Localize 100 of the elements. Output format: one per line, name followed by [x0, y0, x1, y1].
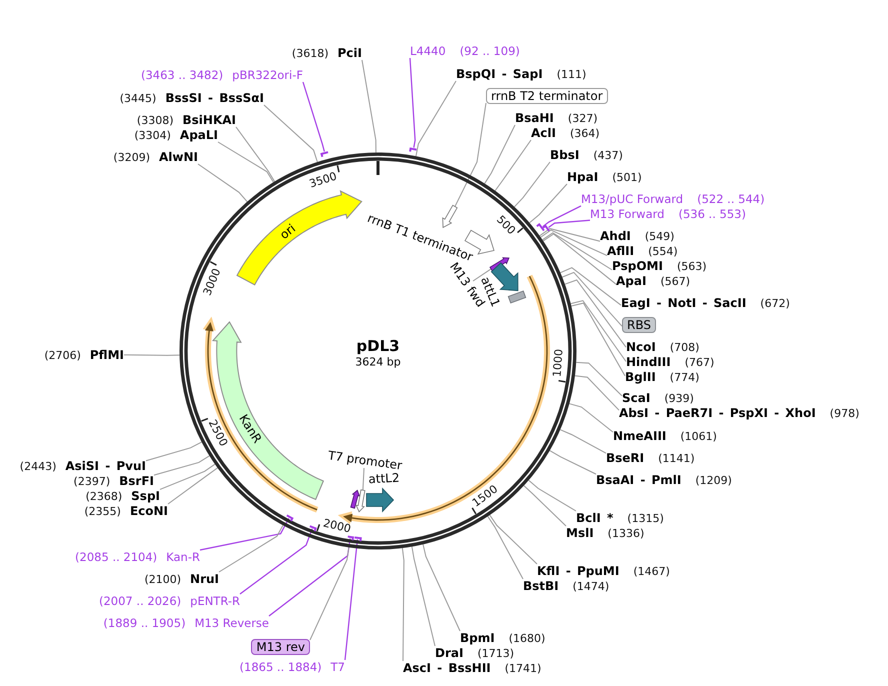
leader-line	[489, 514, 538, 564]
site-position: (3209)	[113, 150, 150, 166]
enzyme-name: BssSI - BssSαI	[165, 90, 264, 106]
site-position: (3445)	[120, 91, 156, 107]
leader-line	[549, 450, 596, 475]
site-position: (1209)	[695, 473, 732, 489]
primer-site-mark	[348, 536, 354, 540]
enzyme-name: ApaLI	[180, 127, 218, 143]
primer-name: M13/pUC Forward	[581, 191, 684, 207]
site-position: (1141)	[658, 451, 695, 467]
enzyme-name: PspOMI	[612, 258, 663, 274]
site-position: (767)	[684, 355, 714, 371]
leader-line	[472, 268, 492, 282]
site-position: (364)	[570, 126, 600, 142]
site-position: (1741)	[504, 661, 542, 677]
primer-range: (92 .. 109)	[460, 43, 520, 59]
feature-symbol	[366, 488, 394, 512]
leader-line	[268, 538, 351, 616]
site-position: (3304)	[134, 128, 171, 144]
primer-name: pBR322ori-F	[232, 67, 303, 83]
primer-site-mark	[536, 222, 545, 232]
leader-line	[409, 58, 416, 148]
site-position: (437)	[593, 148, 623, 164]
leader-line	[564, 279, 626, 348]
leader-line	[302, 82, 325, 152]
primer-site-mark	[354, 536, 362, 542]
enzyme-name: BsaHI	[515, 110, 554, 126]
feature-symbol	[350, 490, 360, 509]
enzyme-name: NmeAIII	[613, 428, 666, 444]
enzyme-name: PflMI	[90, 347, 124, 363]
enzyme-name: BbsI	[550, 147, 580, 163]
leader-line	[540, 230, 608, 256]
leader-line	[411, 546, 436, 646]
leader-line	[542, 205, 582, 228]
primer-name: Kan-R	[166, 549, 200, 565]
enzyme-name: AflII	[607, 243, 634, 259]
tick-label: 3000	[201, 266, 222, 297]
leader-line	[160, 464, 216, 490]
leader-line	[200, 518, 290, 551]
leader-line	[454, 102, 486, 208]
tick-label: 1000	[551, 348, 564, 378]
leader-line	[570, 300, 626, 362]
leader-line	[560, 267, 622, 306]
plasmid-name: pDL3	[356, 337, 400, 355]
site-position: (1713)	[477, 646, 514, 662]
site-position: (1061)	[680, 429, 717, 445]
enzyme-name: NcoI	[626, 339, 656, 355]
primer-name: M13 Reverse	[194, 615, 269, 631]
leader-line	[344, 539, 358, 660]
enzyme-name: EcoNI	[130, 503, 168, 519]
leader-line	[539, 228, 600, 242]
enzyme-name: HpaI	[567, 169, 598, 185]
site-position: (708)	[670, 340, 700, 356]
site-position: (939)	[664, 391, 694, 407]
tick-label: 500	[494, 213, 518, 236]
leader-line	[523, 485, 566, 526]
site-position: (549)	[644, 229, 674, 245]
enzyme-name: PciI	[338, 45, 362, 61]
site-position: (3308)	[136, 113, 174, 129]
enzyme-name: BstBI	[523, 578, 559, 594]
enzyme-name: AlwNI	[159, 149, 198, 165]
enzyme-name: BsaAI - PmlI	[596, 472, 682, 488]
site-position: (501)	[612, 170, 642, 186]
primer-site-mark	[286, 514, 294, 522]
site-position: (2368)	[86, 489, 122, 505]
site-position: (1474)	[572, 579, 610, 595]
site-position: (774)	[670, 370, 700, 386]
site-position: (1315)	[627, 511, 664, 527]
primer-site-mark	[542, 224, 550, 232]
leader-line	[487, 516, 524, 580]
site-position: (563)	[676, 259, 707, 275]
enzyme-name: AsiSI - PvuI	[65, 458, 146, 474]
tick-label: 3500	[308, 170, 338, 190]
site-position: (2355)	[84, 504, 121, 520]
enzyme-name: KflI - PpuMI	[537, 563, 620, 579]
leader-line	[528, 480, 576, 512]
leader-line	[218, 142, 274, 183]
feature-label: attL2	[368, 472, 400, 486]
primer-range: (1889 .. 1905)	[103, 615, 186, 631]
enzyme-name: BpmI	[460, 630, 495, 646]
primer-site-mark	[320, 151, 328, 158]
leader-line	[494, 140, 532, 192]
primer-site-mark	[409, 147, 417, 152]
leader-line	[570, 302, 626, 376]
enzyme-name: BsrFI	[119, 473, 154, 489]
enzyme-name: AbsI - PaeR7I - PspXI - XhoI	[619, 405, 816, 421]
leader-line	[548, 220, 590, 228]
enzyme-name: BsiHKAI	[182, 112, 236, 128]
plasmid-size: 3624 bp	[355, 356, 401, 368]
leader-line	[542, 232, 612, 270]
feature-label: ori	[278, 222, 298, 242]
enzyme-name: BseRI	[606, 450, 644, 466]
leader-line	[264, 104, 318, 162]
primer-range: (2085 .. 2104)	[75, 549, 158, 565]
primer-range: (1865 .. 1884)	[240, 659, 322, 675]
feature-symbol	[442, 204, 458, 228]
feature-tag: M13 rev	[251, 639, 310, 655]
enzyme-name: SspI	[131, 488, 160, 504]
primer-range: (522 .. 544)	[697, 191, 765, 207]
site-position: (111)	[556, 67, 586, 83]
